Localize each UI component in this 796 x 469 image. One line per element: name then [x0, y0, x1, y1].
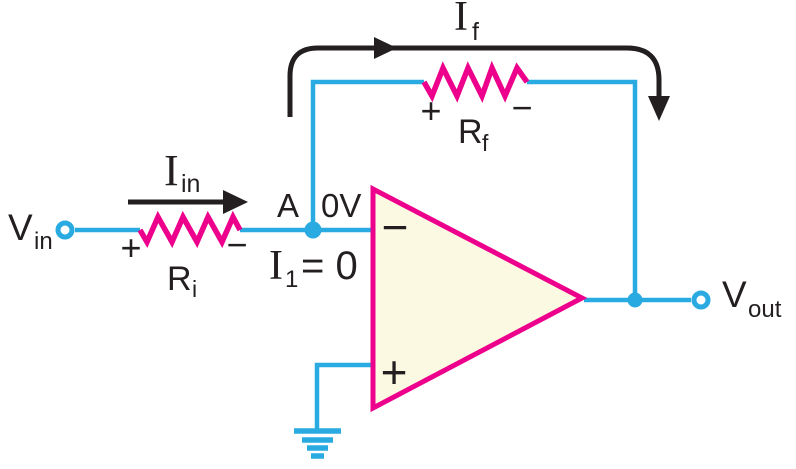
ri-plus-sign: + — [120, 227, 141, 268]
current-arrows — [128, 45, 662, 205]
node-a-label: A — [277, 187, 299, 224]
rf-minus-sign: − — [511, 87, 532, 128]
i1-label-base: I — [269, 243, 283, 289]
vin-terminal-icon — [55, 220, 75, 240]
opamp-triangle — [370, 184, 588, 413]
resistor-ri — [137, 210, 243, 249]
ri-label-base: R — [167, 260, 192, 298]
if-label-base: I — [454, 0, 468, 40]
resistors — [137, 60, 530, 249]
vin-label: V in — [8, 207, 53, 255]
if-arrow-path — [287, 45, 662, 117]
vin-label-sub: in — [34, 228, 53, 255]
ri-label-sub: i — [192, 276, 197, 302]
if-label: I f — [454, 0, 479, 46]
feedback-wire-left — [310, 79, 424, 230]
labels: V in I in + − R i A 0V I 1 = 0 I f — [8, 0, 782, 398]
rf-label: + − R f — [420, 87, 532, 156]
if-arrowhead-down-icon — [648, 96, 670, 121]
output-junction-dot — [627, 292, 643, 308]
junction-dots — [304, 221, 643, 308]
if-arrowhead-right-icon — [374, 37, 397, 59]
ri-label: + − R i — [120, 224, 247, 302]
node-a-dot — [304, 221, 322, 239]
i1-label: I 1 = 0 — [269, 243, 358, 293]
rf-label-sub: f — [482, 130, 489, 156]
vout-label: V out — [722, 274, 782, 323]
terminals — [55, 220, 711, 310]
iin-label-base: I — [164, 146, 179, 195]
ground-icon — [294, 428, 341, 459]
opamp-noninverting-mark: + — [381, 346, 408, 398]
vout-label-sub: out — [748, 296, 782, 323]
node-voltage-label: 0V — [321, 187, 361, 224]
vout-terminal-icon — [691, 290, 711, 310]
opamp-inverting-mark: − — [382, 201, 409, 253]
arrowheads — [223, 37, 670, 214]
opamp — [370, 184, 588, 413]
noninverting-input-wire — [314, 362, 373, 431]
resistor-rf — [421, 60, 530, 103]
i1-label-sub: 1 — [285, 266, 298, 293]
if-label-sub: f — [472, 18, 479, 46]
iin-arrowhead-icon — [223, 190, 248, 214]
rf-label-base: R — [458, 113, 483, 151]
feedback-wire-right — [527, 79, 638, 300]
rf-plus-sign: + — [420, 90, 441, 131]
i1-label-rest: = 0 — [301, 244, 358, 288]
iin-label: I in — [164, 146, 200, 198]
vin-label-base: V — [8, 207, 33, 248]
vout-label-base: V — [722, 274, 747, 315]
iin-label-sub: in — [181, 170, 200, 198]
ri-minus-sign: − — [226, 224, 247, 265]
